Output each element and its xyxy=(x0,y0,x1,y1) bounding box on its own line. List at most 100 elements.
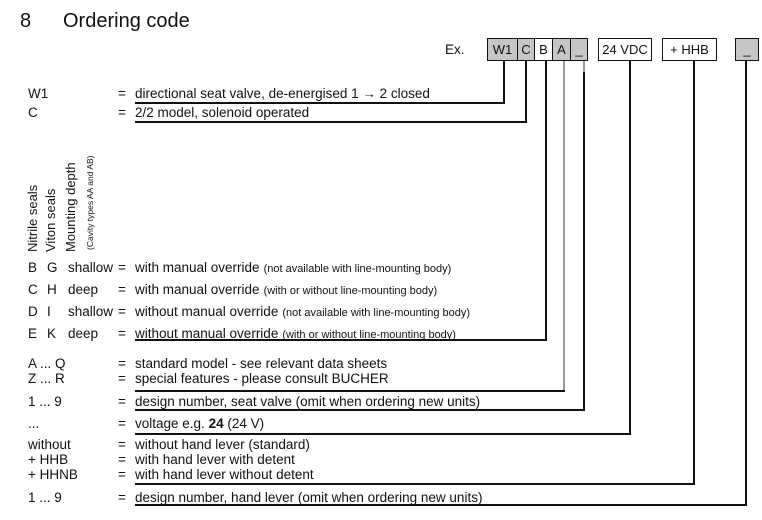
row-w1: W1 = directional seat valve, de-energise… xyxy=(28,86,748,102)
underline-handlever-group xyxy=(135,483,695,485)
row-code: ... xyxy=(28,416,40,431)
row-hhb: + HHB = with hand lever with detent xyxy=(28,452,748,468)
row-code-nitrile: B xyxy=(28,260,38,275)
code-box-w1: W1 xyxy=(488,39,517,60)
underline-override-group xyxy=(135,339,547,341)
connector-line-blank-stub xyxy=(583,61,585,72)
row-design-number-handlever: 1 ... 9 = design number, hand lever (omi… xyxy=(28,490,748,506)
row-note: (with or without line-mounting body) xyxy=(282,329,456,341)
row-code-viton: H xyxy=(47,282,57,297)
underline-design-seat xyxy=(135,409,585,411)
connector-line-blank-last xyxy=(745,61,747,506)
row-standard-model: A ... Q = standard model - see relevant … xyxy=(28,356,748,372)
row-override-ek: E K deep = without manual override(with … xyxy=(28,326,748,342)
row-code: 1 ... 9 xyxy=(28,490,62,505)
equals-sign: = xyxy=(118,467,126,482)
example-label: Ex. xyxy=(445,42,465,57)
row-code-viton: I xyxy=(47,304,51,319)
row-special-features: Z ... R = special features - please cons… xyxy=(28,371,748,387)
row-description: 2/2 model, solenoid operated xyxy=(135,105,310,120)
row-voltage: ... = voltage e.g. 24 (24 V) xyxy=(28,416,748,432)
row-code: Z ... R xyxy=(28,371,65,386)
connector-line-handlever xyxy=(693,61,695,485)
label-nitrile-seals: Nitrile seals xyxy=(25,184,40,252)
equals-sign: = xyxy=(118,371,126,386)
connector-line-blank xyxy=(583,72,585,411)
code-box-b: B xyxy=(534,39,552,60)
equals-sign: = xyxy=(118,394,126,409)
row-code: A ... Q xyxy=(28,356,66,371)
code-box-c: C xyxy=(517,39,534,60)
row-description: voltage e.g. 24 (24 V) xyxy=(135,416,265,431)
row-description: design number, hand lever (omit when ord… xyxy=(135,490,483,505)
voltage-value: 24 xyxy=(208,416,224,431)
row-code-viton: K xyxy=(47,326,57,341)
row-description: with hand lever without detent xyxy=(135,467,314,482)
label-mounting-depth: Mounting depth xyxy=(63,162,78,252)
equals-sign: = xyxy=(118,356,126,371)
equals-sign: = xyxy=(118,452,126,467)
row-description: without manual override(not available wi… xyxy=(135,304,471,319)
row-description: special features - please consult BUCHER xyxy=(135,371,389,386)
row-code: W1 xyxy=(28,86,49,101)
code-box-blank: _ xyxy=(570,39,587,60)
underline-model-group xyxy=(135,390,565,392)
row-code: + HHNB xyxy=(28,467,78,482)
row-description: with manual override(not available with … xyxy=(135,260,452,275)
row-code-nitrile: D xyxy=(28,304,38,319)
row-description: with manual override(with or without lin… xyxy=(135,282,438,297)
code-box-handlever: + HHB xyxy=(662,38,717,61)
row-note: (with or without line-mounting body) xyxy=(263,285,438,297)
row-code-depth: deep xyxy=(68,326,99,341)
equals-sign: = xyxy=(118,304,126,319)
row-description: design number, seat valve (omit when ord… xyxy=(135,394,481,409)
row-note: (not available with line-mounting body) xyxy=(282,307,471,319)
row-override-ch: C H deep = with manual override(with or … xyxy=(28,282,748,298)
row-code: + HHB xyxy=(28,452,69,467)
connector-line-b xyxy=(545,61,547,341)
row-code-nitrile: E xyxy=(28,326,38,341)
underline-design-handlever xyxy=(135,504,747,506)
row-c: C = 2/2 model, solenoid operated xyxy=(28,105,748,121)
row-code-depth: shallow xyxy=(68,304,114,319)
row-code: without xyxy=(28,437,71,452)
code-box-blank-last: _ xyxy=(735,38,759,61)
ordering-code-cells: W1 C B A _ xyxy=(487,38,588,61)
row-code: C xyxy=(28,105,38,120)
page-title: Ordering code xyxy=(63,10,190,32)
code-box-a: A xyxy=(552,39,570,60)
row-note: (not available with line-mounting body) xyxy=(263,263,452,275)
row-code-viton: G xyxy=(47,260,58,275)
code-box-voltage: 24 VDC xyxy=(598,38,652,61)
label-cavity-types: (Cavity types AA and AB) xyxy=(85,155,95,251)
label-viton-seals: Viton seals xyxy=(43,188,58,252)
underline-c xyxy=(135,121,527,123)
equals-sign: = xyxy=(118,86,126,101)
row-override-bg: B G shallow = with manual override(not a… xyxy=(28,260,748,276)
row-design-number-seat: 1 ... 9 = design number, seat valve (omi… xyxy=(28,394,748,410)
section-number: 8 xyxy=(20,10,32,32)
connector-line-w1 xyxy=(503,61,505,104)
equals-sign: = xyxy=(118,416,126,431)
row-without-handlever: without = without hand lever (standard) xyxy=(28,437,748,453)
row-description: with hand lever with detent xyxy=(135,452,295,467)
equals-sign: = xyxy=(118,437,126,452)
connector-line-a xyxy=(563,61,565,392)
equals-sign: = xyxy=(118,490,126,505)
row-code: 1 ... 9 xyxy=(28,394,62,409)
equals-sign: = xyxy=(118,260,126,275)
underline-voltage xyxy=(135,433,631,435)
row-description: directional seat valve, de-energised 1 →… xyxy=(135,86,430,101)
row-description: without manual override(with or without … xyxy=(135,326,456,341)
equals-sign: = xyxy=(118,326,126,341)
equals-sign: = xyxy=(118,105,126,120)
equals-sign: = xyxy=(118,282,126,297)
row-description: standard model - see relevant data sheet… xyxy=(135,356,388,371)
row-hhnb: + HHNB = with hand lever without detent xyxy=(28,467,748,483)
underline-w1 xyxy=(135,102,505,104)
connector-line-voltage xyxy=(629,61,631,435)
row-code-nitrile: C xyxy=(28,282,38,297)
connector-line-c xyxy=(525,61,527,123)
row-override-di: D I shallow = without manual override(no… xyxy=(28,304,748,320)
